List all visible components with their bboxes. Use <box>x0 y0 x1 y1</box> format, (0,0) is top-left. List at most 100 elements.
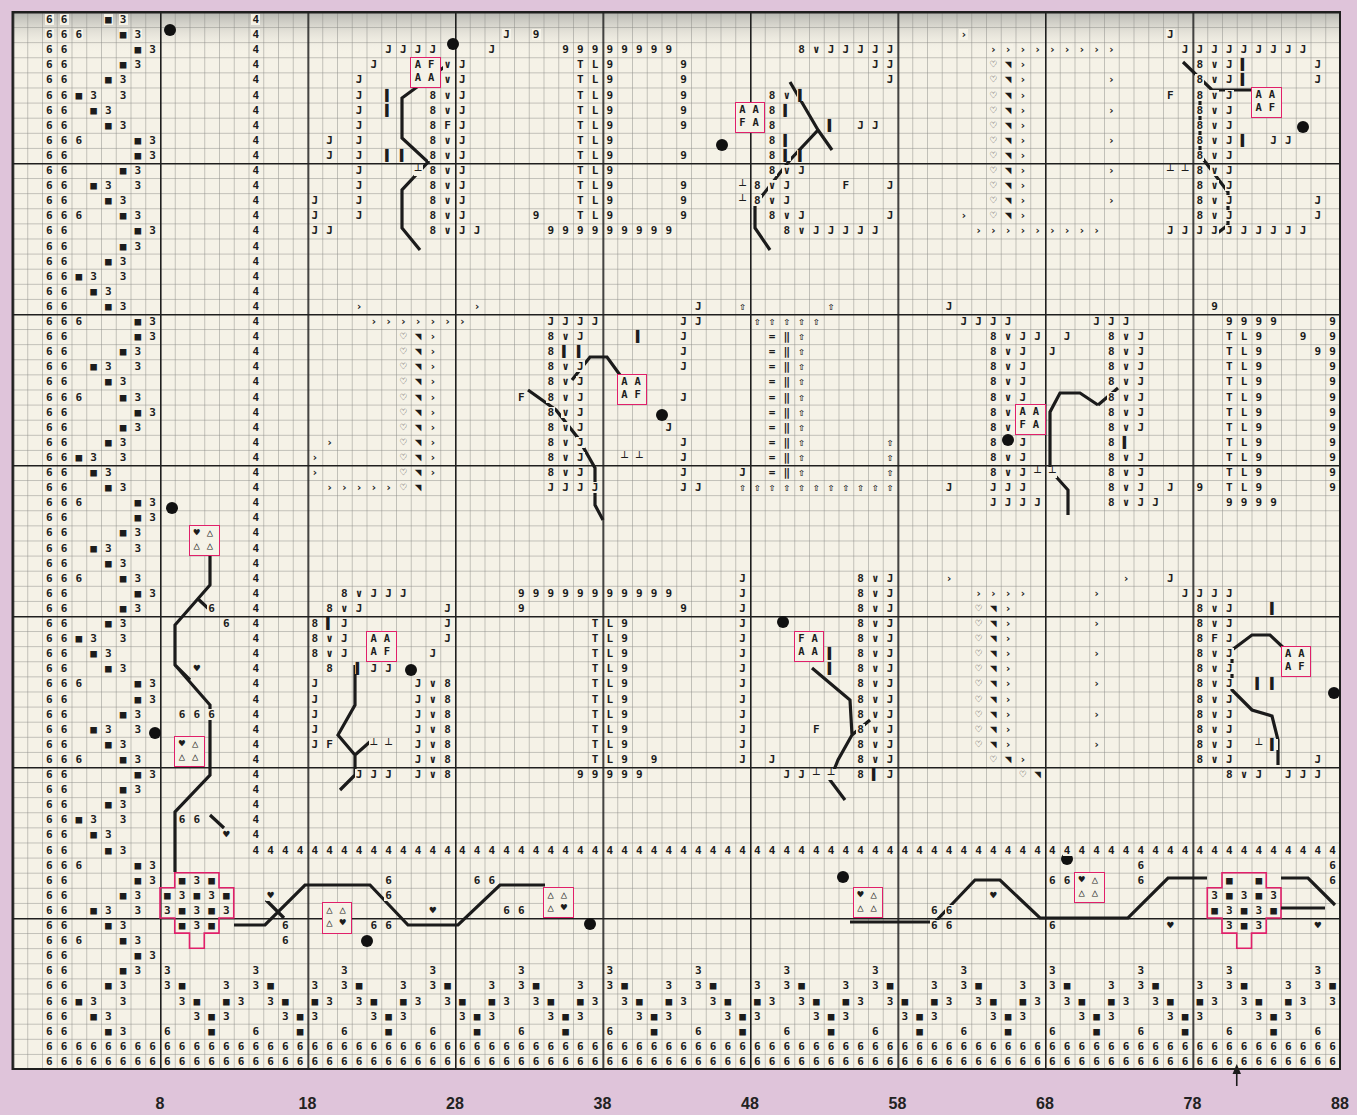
symbol-cell <box>1210 980 1219 991</box>
symbol-cell: 3 <box>119 14 128 25</box>
symbol-cell <box>89 694 98 705</box>
symbol-cell <box>207 633 216 644</box>
symbol-cell <box>679 965 688 976</box>
symbol-cell: 4 <box>974 845 983 856</box>
symbol-cell <box>782 1011 791 1022</box>
symbol-cell: ◥ <box>1004 165 1013 176</box>
symbol-cell <box>104 331 113 342</box>
symbol-cell: ■ <box>900 996 909 1007</box>
symbol-cell: › <box>1107 74 1116 85</box>
symbol-cell <box>797 1011 806 1022</box>
symbol-cell <box>133 980 142 991</box>
symbol-cell: › <box>1018 165 1027 176</box>
symbol-cell <box>605 996 614 1007</box>
symbol-cell: ♡ <box>989 150 998 161</box>
symbol-cell: ■ <box>104 663 113 674</box>
symbol-cell <box>237 814 246 825</box>
symbol-cell <box>237 165 246 176</box>
symbol-cell: 6 <box>60 361 69 372</box>
symbol-cell: ■ <box>841 996 850 1007</box>
symbol-cell <box>1136 1011 1145 1022</box>
symbol-cell: J <box>856 225 865 236</box>
symbol-cell <box>178 346 187 357</box>
chart-symbols: 9 <box>676 88 691 103</box>
symbol-cell: ∨ <box>797 225 806 236</box>
symbol-cell <box>222 769 231 780</box>
chart-symbols: 66 ■3 6 ■ 6 ■ 6 ■ 6 ■ 6 ■ 6 ■ 6 ■ 6 ■ 6 … <box>42 1024 1325 1039</box>
symbol-cell <box>222 663 231 674</box>
symbol-cell <box>104 225 113 236</box>
symbol-cell <box>178 376 187 387</box>
symbol-cell: 6 <box>605 1026 614 1037</box>
symbol-cell: 6 <box>443 1056 452 1067</box>
symbol-cell: 8 <box>768 105 777 116</box>
symbol-cell <box>104 346 113 357</box>
symbol-cell: J <box>1181 44 1190 55</box>
symbol-cell: 6 <box>1210 1041 1219 1052</box>
symbol-cell: 6 <box>133 1041 142 1052</box>
symbol-cell <box>237 331 246 342</box>
symbol-cell: 6 <box>1004 1056 1013 1067</box>
symbol-cell: 3 <box>605 980 614 991</box>
chart-symbols: 666 ■3 4 <box>42 27 263 42</box>
symbol-cell: 4 <box>251 59 260 70</box>
symbol-cell: 6 <box>45 588 54 599</box>
symbol-cell: 4 <box>251 105 260 116</box>
symbol-cell <box>237 256 246 267</box>
symbol-cell <box>104 950 113 961</box>
symbol-cell: 3 <box>1077 1011 1086 1022</box>
symbol-cell <box>148 980 157 991</box>
symbol-cell: ■ <box>119 603 128 614</box>
symbol-cell: ■ <box>119 709 128 720</box>
symbol-cell: J <box>886 210 895 221</box>
symbol-cell <box>163 286 172 297</box>
symbol-cell <box>296 980 305 991</box>
symbol-cell <box>178 105 187 116</box>
symbol-cell: 6 <box>576 1056 585 1067</box>
symbol-cell: 4 <box>915 845 924 856</box>
chart-symbols: TL9 <box>573 163 617 178</box>
symbol-cell <box>237 150 246 161</box>
symbol-cell: T <box>576 74 585 85</box>
symbol-cell: 6 <box>45 195 54 206</box>
symbol-cell <box>237 271 246 282</box>
symbol-cell <box>738 965 747 976</box>
symbol-cell: 3 <box>723 1011 732 1022</box>
symbol-cell <box>222 105 231 116</box>
symbol-cell: 6 <box>974 1056 983 1067</box>
symbol-cell <box>178 965 187 976</box>
symbol-cell: 4 <box>251 543 260 554</box>
symbol-cell: 6 <box>458 1056 467 1067</box>
symbol-cell <box>192 422 201 433</box>
symbol-cell <box>148 180 157 191</box>
chart-symbols: 66 ■3 ♥ 4 <box>42 661 263 676</box>
chart-symbols: 8∨J <box>426 178 470 193</box>
symbol-cell: 3 <box>133 965 142 976</box>
symbol-cell: 3 <box>1166 1011 1175 1022</box>
symbol-cell <box>1107 1026 1116 1037</box>
symbol-cell: 6 <box>178 1056 187 1067</box>
chart-symbols: 999999999 <box>544 223 677 238</box>
symbol-cell: 4 <box>251 135 260 146</box>
symbol-cell <box>856 1026 865 1037</box>
symbol-cell: 6 <box>45 996 54 1007</box>
symbol-cell: 3 <box>119 996 128 1007</box>
symbol-cell <box>207 256 216 267</box>
chart-symbols: 66 ■3 3 <box>42 541 145 556</box>
chart-symbols: 4 <box>249 752 264 767</box>
chart-symbols: 666 ■3 <box>42 752 145 767</box>
symbol-cell <box>89 935 98 946</box>
symbol-cell <box>74 346 83 357</box>
symbol-cell: 6 <box>45 829 54 840</box>
chart-symbols: 66 ■3 4 <box>42 586 263 601</box>
symbol-cell <box>502 1011 511 1022</box>
symbol-cell <box>148 603 157 614</box>
symbol-cell: 4 <box>251 346 260 357</box>
symbol-cell: 6 <box>74 678 83 689</box>
symbol-cell: 6 <box>1107 1056 1116 1067</box>
symbol-cell <box>74 769 83 780</box>
symbol-cell: › <box>1018 74 1027 85</box>
symbol-cell: ■ <box>827 1011 836 1022</box>
chart-symbols: 66 ■3 4 <box>42 72 263 87</box>
chart-symbols: 8∨J <box>426 103 470 118</box>
